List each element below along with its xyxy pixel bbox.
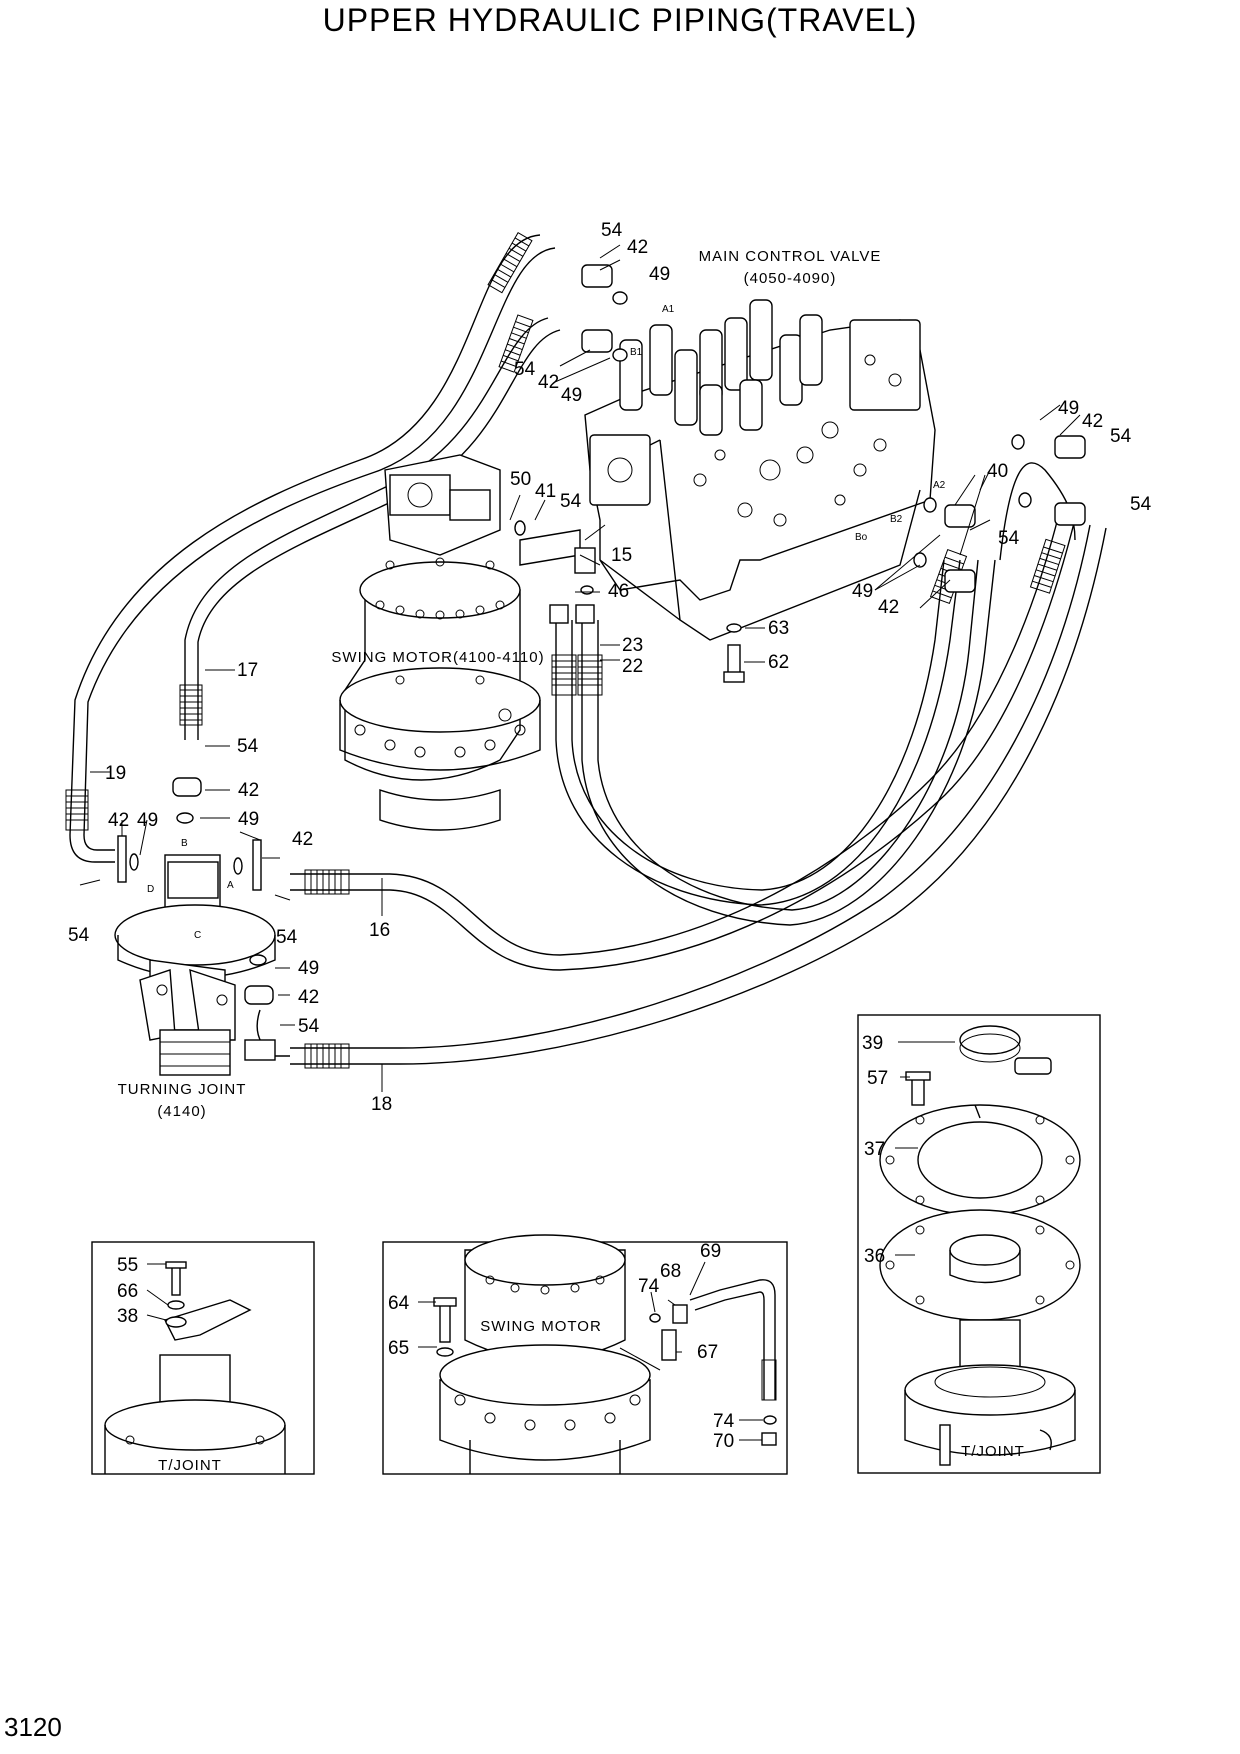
inset-tjoint-left [91, 1241, 315, 1475]
callout: 42 [627, 237, 648, 258]
callout: 66 [117, 1281, 138, 1302]
callout: 40 [987, 461, 1008, 482]
callout: 70 [713, 1431, 734, 1452]
port-label: B [181, 838, 188, 849]
callout: 74 [713, 1411, 735, 1432]
callout: 38 [117, 1306, 138, 1327]
inset-tjoint-left-name: T/JOINT [158, 1457, 222, 1474]
callout: 37 [864, 1139, 885, 1160]
turning-joint-name: TURNING JOINT [118, 1081, 247, 1098]
callout: 54 [68, 925, 90, 946]
callout: 42 [538, 372, 559, 393]
mcv-name: MAIN CONTROL VALVE [699, 248, 882, 265]
turning-joint [114, 854, 276, 1076]
port-label: B1 [630, 347, 643, 358]
callout: 63 [768, 618, 789, 639]
callout: 54 [237, 736, 259, 757]
callout: 57 [867, 1068, 888, 1089]
port-label: C [194, 930, 201, 941]
main-control-valve [584, 299, 936, 683]
port-labels: B A C D A1 B1 A2 B2 Bo [147, 304, 946, 941]
mcv-ref: (4050-4090) [744, 270, 837, 287]
callout: 16 [369, 920, 390, 941]
inset-tjoint-right-name: T/JOINT [961, 1443, 1025, 1460]
callout: 54 [1110, 426, 1132, 447]
callout: 41 [535, 481, 556, 502]
callout: 49 [298, 958, 319, 979]
callout: 49 [852, 581, 873, 602]
turning-joint-ref: (4140) [157, 1103, 206, 1120]
port-label: A [227, 880, 234, 891]
port-label: Bo [855, 532, 868, 543]
port-label: D [147, 884, 154, 895]
leader-lines [79, 244, 1081, 1441]
callout: 39 [862, 1033, 883, 1054]
callout: 64 [388, 1293, 410, 1314]
callout: 68 [660, 1261, 681, 1282]
callout: 36 [864, 1246, 885, 1267]
callout: 42 [878, 597, 899, 618]
callout: 67 [697, 1342, 718, 1363]
callout: 17 [237, 660, 258, 681]
callout: 65 [388, 1338, 409, 1359]
callout: 46 [608, 581, 629, 602]
swing-motor-name: SWING MOTOR(4100-4110) [331, 649, 544, 666]
port-label: A1 [662, 304, 675, 315]
callout: 62 [768, 652, 789, 673]
port-label: A2 [933, 480, 946, 491]
callout: 42 [108, 810, 129, 831]
callout: 74 [638, 1276, 660, 1297]
callout: 42 [238, 780, 259, 801]
callout: 49 [561, 385, 582, 406]
inset-swing-motor [382, 1234, 788, 1475]
callout: 54 [560, 491, 582, 512]
callout: 54 [514, 359, 536, 380]
callout: 23 [622, 635, 643, 656]
port-label: B2 [890, 514, 903, 525]
page-number: 3120 [4, 1712, 62, 1742]
callout: 42 [1082, 411, 1103, 432]
callout: 55 [117, 1255, 138, 1276]
inset-tjoint-right [857, 1014, 1101, 1474]
callout: 54 [998, 528, 1020, 549]
callout: 54 [601, 220, 623, 241]
inset-swing-motor-name: SWING MOTOR [480, 1318, 602, 1335]
callout-numbers: 54 42 49 54 42 49 49 42 54 40 54 54 50 4… [68, 220, 1152, 1452]
callout: 54 [298, 1016, 320, 1037]
callout: 49 [1058, 398, 1079, 419]
callout: 49 [238, 809, 259, 830]
callout: 49 [649, 264, 670, 285]
fittings [117, 264, 1086, 1061]
callout: 42 [292, 829, 313, 850]
callout: 54 [1130, 494, 1152, 515]
swing-motor [339, 454, 541, 831]
callout: 15 [611, 545, 632, 566]
callout: 54 [276, 927, 298, 948]
callout: 18 [371, 1094, 392, 1115]
callout: 19 [105, 763, 126, 784]
callout: 50 [510, 469, 531, 490]
callout: 42 [298, 987, 319, 1008]
callout: 49 [137, 810, 158, 831]
page-title: UPPER HYDRAULIC PIPING(TRAVEL) [322, 2, 918, 38]
callout: 69 [700, 1241, 721, 1262]
callout: 22 [622, 656, 643, 677]
